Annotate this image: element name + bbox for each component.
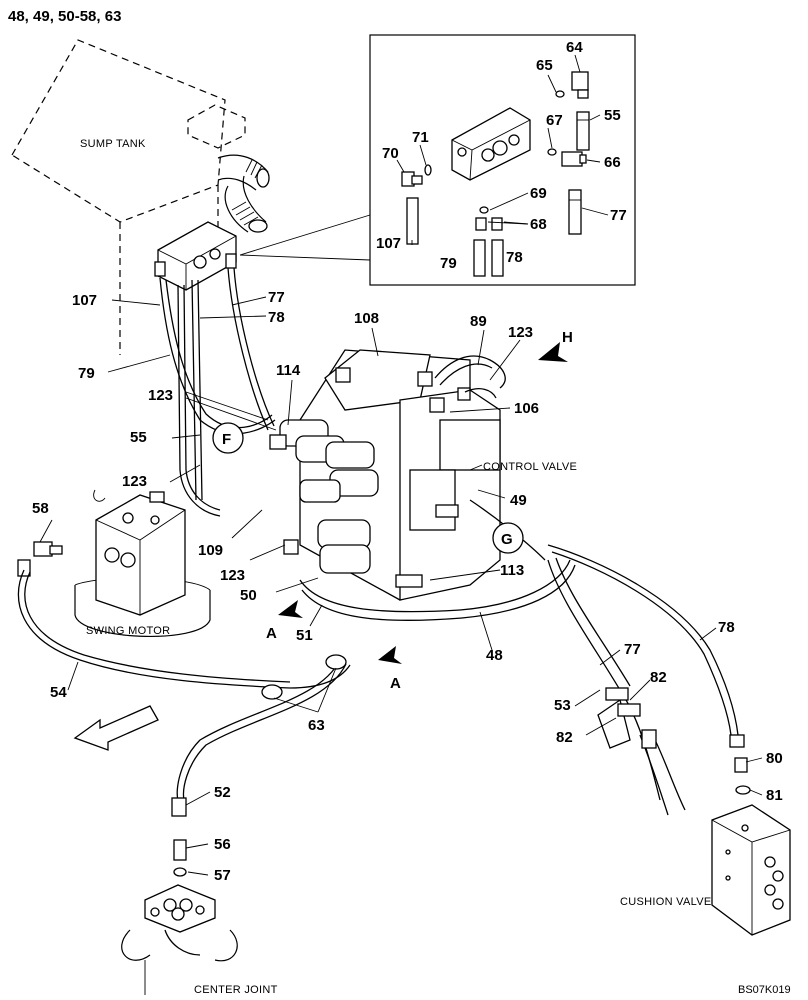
callout-78: 78: [268, 309, 285, 326]
center-joint: CENTER JOINT: [121, 797, 278, 996]
applicable-parts-header: 48, 49, 50-58, 63: [8, 8, 121, 25]
callout-57: 57: [214, 867, 231, 884]
view-marker-f: F: [222, 431, 231, 448]
cushion-valve: CUSHION VALVE: [620, 804, 791, 936]
callout-52: 52: [214, 784, 231, 801]
callout-69: 69: [530, 185, 547, 202]
callout-labels: 64 65 55 71 67 70 66 69 68 77 107 79 78 …: [32, 39, 783, 884]
callout-58: 58: [32, 500, 49, 517]
callout-64: 64: [566, 39, 583, 56]
callout-80: 80: [766, 750, 783, 767]
view-marker-g: G: [501, 531, 513, 548]
callout-55: 55: [130, 429, 147, 446]
callout-113: 113: [500, 562, 524, 579]
hose-bundle: [159, 267, 276, 517]
callout-81: 81: [766, 787, 783, 804]
view-marker-a-bottom: A: [390, 675, 401, 692]
long-hoses: [17, 499, 739, 816]
sump-tank: SUMP TANK: [11, 39, 270, 355]
callout-56: 56: [214, 836, 231, 853]
callout-53: 53: [554, 697, 571, 714]
callout-55: 55: [604, 107, 621, 124]
callout-123-left: 123: [122, 473, 147, 490]
view-arrow-a-left: A: [266, 600, 303, 642]
callout-89: 89: [470, 313, 487, 330]
view-marker-a-left: A: [266, 625, 277, 642]
drawing-code: BS07K019: [738, 984, 791, 996]
fittings-right: [597, 687, 751, 795]
callout-123-upper-left: 123: [148, 387, 173, 404]
callout-77-lower: 77: [624, 641, 641, 658]
manifold-block: [154, 221, 237, 291]
view-marker-g-circle: G: [492, 522, 524, 554]
view-marker-h: H: [562, 329, 573, 346]
callout-50: 50: [240, 587, 257, 604]
sump-tank-label: SUMP TANK: [80, 138, 146, 150]
callout-107: 107: [72, 292, 97, 309]
callout-77-inset: 77: [610, 207, 627, 224]
callout-82-lower: 82: [556, 729, 573, 746]
callout-68: 68: [530, 216, 547, 233]
swing-motor: SWING MOTOR: [17, 489, 211, 637]
callout-78-inset: 78: [506, 249, 523, 266]
callout-51: 51: [296, 627, 313, 644]
callout-114: 114: [276, 362, 301, 379]
view-marker-f-circle: F: [212, 422, 244, 454]
callout-79: 79: [78, 365, 95, 382]
callout-123-lower: 123: [220, 567, 245, 584]
callout-79-inset: 79: [440, 255, 457, 272]
leader-lines: [39, 296, 763, 876]
callout-77: 77: [268, 289, 285, 306]
callout-48: 48: [486, 647, 503, 664]
callout-65: 65: [536, 57, 553, 74]
detail-inset: [239, 34, 636, 286]
control-valve: CONTROL VALVE: [269, 349, 577, 601]
callout-71: 71: [412, 129, 429, 146]
callout-82-upper: 82: [650, 669, 667, 686]
callout-49: 49: [510, 492, 527, 509]
cushion-valve-label: CUSHION VALVE: [620, 896, 712, 908]
valve-top-hoses: [434, 355, 506, 399]
callout-109: 109: [198, 542, 223, 559]
callout-70: 70: [382, 145, 399, 162]
control-valve-label: CONTROL VALVE: [483, 461, 577, 473]
callout-78-lower: 78: [718, 619, 735, 636]
callout-54: 54: [50, 684, 67, 701]
view-arrow-a-bottom: A: [378, 646, 402, 692]
callout-66: 66: [604, 154, 621, 171]
callout-106: 106: [514, 400, 539, 417]
center-joint-label: CENTER JOINT: [194, 984, 278, 996]
callout-63: 63: [308, 717, 325, 734]
swing-motor-label: SWING MOTOR: [86, 625, 170, 637]
callout-108: 108: [354, 310, 379, 327]
view-arrow-h: H: [538, 329, 573, 362]
callout-67: 67: [546, 112, 563, 129]
callout-107-inset: 107: [376, 235, 401, 252]
front-arrow-icon: [73, 705, 159, 751]
callout-123-top: 123: [508, 324, 533, 341]
